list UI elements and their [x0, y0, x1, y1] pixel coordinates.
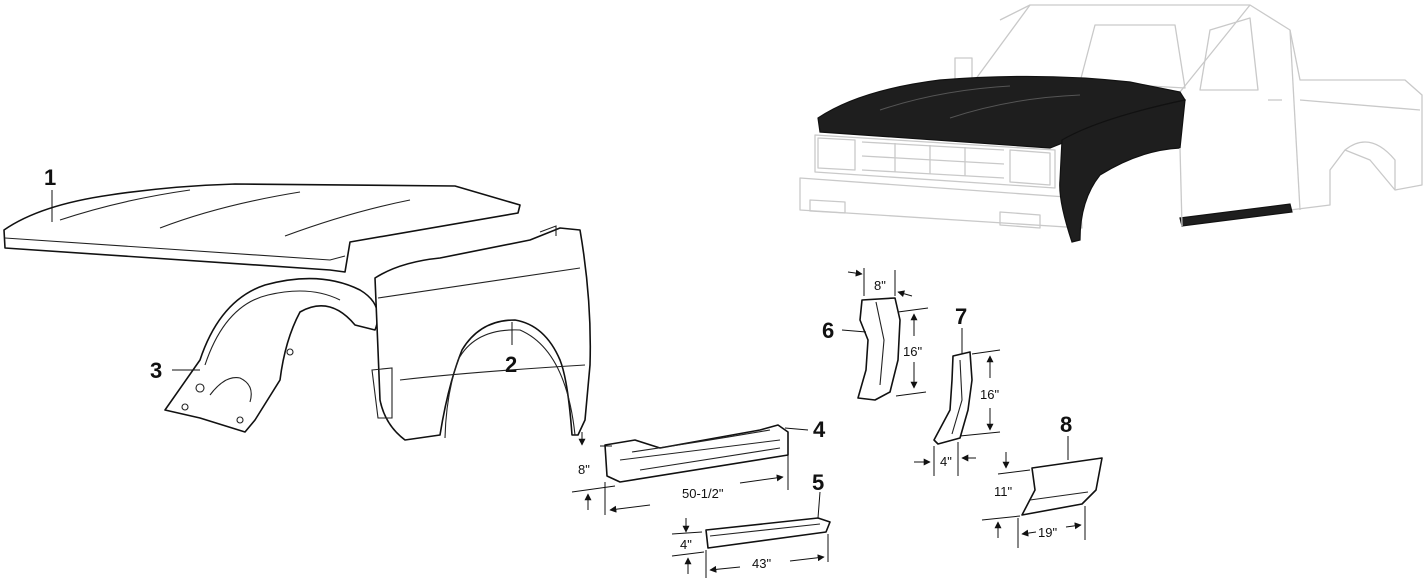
- callout-4: 4: [813, 417, 826, 442]
- dimension-labels: 8" 50-1/2" 4" 43" 8" 16" 16" 4" 11" 19": [578, 278, 1057, 571]
- dim-part7-height: 16": [980, 387, 999, 402]
- callout-5: 5: [812, 470, 824, 495]
- leader-lines: [51, 190, 1069, 519]
- part-rocker-panel: [604, 424, 789, 483]
- reference-truck: [799, 4, 1423, 243]
- part-lower-quarter: [1021, 457, 1103, 516]
- dim-part5-height: 4": [680, 537, 692, 552]
- dim-part8-height: 11": [994, 484, 1012, 499]
- part-cab-corner: [857, 297, 901, 401]
- dim-part4-length: 50-1/2": [682, 486, 724, 501]
- dim-part5-length: 43": [752, 556, 771, 571]
- callout-6: 6: [822, 318, 834, 343]
- dim-part7-width: 4": [940, 454, 952, 469]
- dim-part8-length: 19": [1038, 525, 1057, 540]
- part-rocker-cover: [705, 517, 831, 549]
- callout-8: 8: [1060, 412, 1072, 437]
- dim-part6-width: 8": [874, 278, 886, 293]
- part-cab-corner-narrow: [933, 351, 973, 445]
- dim-part6-height: 16": [903, 344, 922, 359]
- dimension-lines: [571, 268, 1086, 578]
- part-inner-fender: [164, 277, 379, 433]
- callout-labels: 1 2 3 4 5 6 7 8: [44, 165, 1072, 495]
- callout-3: 3: [150, 358, 162, 383]
- callout-2: 2: [505, 352, 517, 377]
- callout-7: 7: [955, 304, 967, 329]
- part-hood: [3, 183, 521, 273]
- part-front-fender: [371, 225, 592, 441]
- dim-part4-height: 8": [578, 462, 590, 477]
- callout-1: 1: [44, 165, 56, 190]
